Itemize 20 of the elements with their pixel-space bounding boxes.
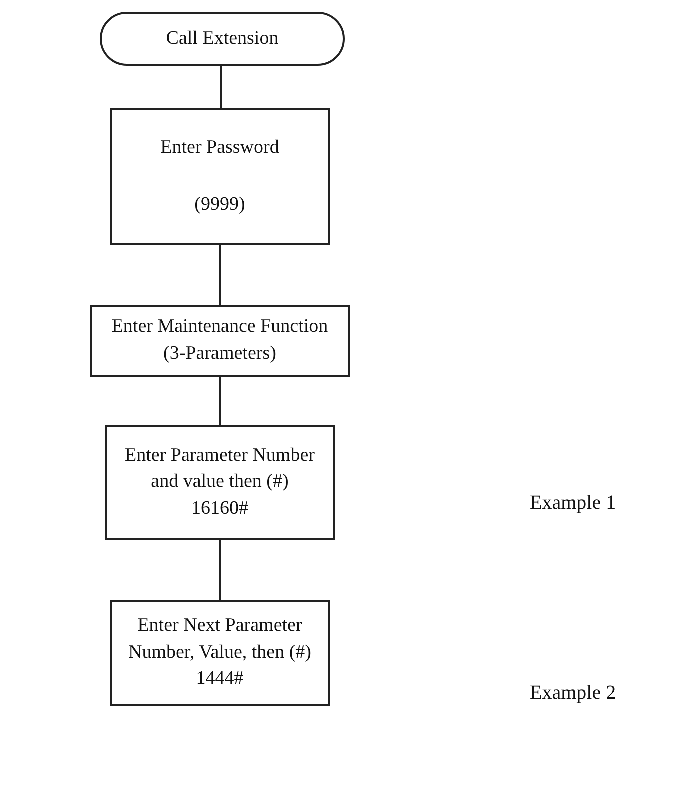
box-text: Enter Maintenance Function [112,315,328,340]
connector-line [219,377,221,425]
box-text: (9999) [194,192,246,216]
process-box [110,108,330,245]
box-text: 1444# [196,667,244,692]
start-terminal [100,12,345,66]
connector-line [220,66,222,108]
process-box [105,425,335,540]
example-note: Example 1 [530,492,616,515]
connector-line [219,540,221,600]
connector-line [219,245,221,305]
process-box [90,305,350,377]
box-text: (3-Parameters) [164,342,276,366]
box-text: Enter Next Parameter Number, Value, then (#) [127,614,313,665]
process-box [110,600,330,706]
box-text: 16160# [192,496,248,521]
box-text: Enter Parameter Number and value then (#) [124,444,316,494]
box-text: Enter Password [160,136,280,160]
box-text: Call Extension [166,26,279,51]
example-note: Example 2 [530,682,616,705]
